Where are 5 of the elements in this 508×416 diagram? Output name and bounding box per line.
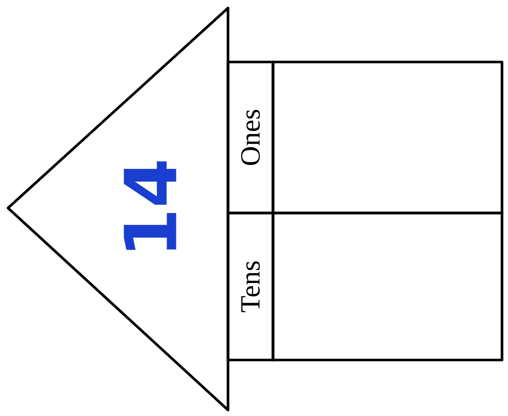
answer-box [272,60,504,214]
place-value-label: Ones [226,60,274,214]
roof-triangle: 14 [6,6,230,412]
answer-box [272,212,504,362]
place-value-label: Tens [226,212,274,362]
